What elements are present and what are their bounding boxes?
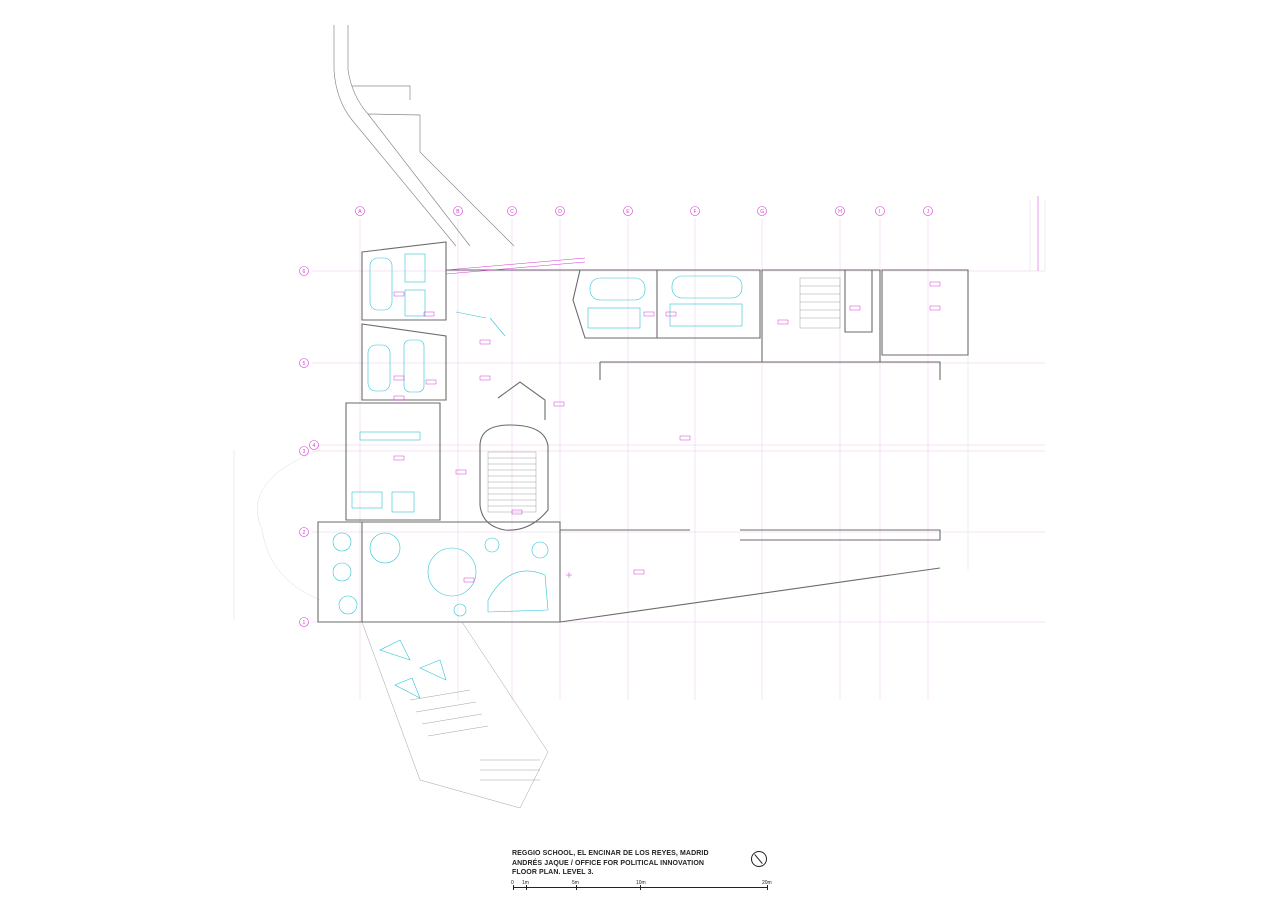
scale-label-0: 0 bbox=[511, 880, 514, 886]
grid-bubble-J bbox=[923, 206, 933, 216]
title-block: REGGIO SCHOOL, EL ENCINAR DE LOS REYES, … bbox=[512, 849, 782, 878]
access-ramp bbox=[333, 25, 515, 247]
grid-label-C: C bbox=[510, 209, 514, 215]
grid-bubble-5 bbox=[299, 358, 309, 368]
grid-bubble-6 bbox=[299, 266, 309, 276]
grid-bubble-G bbox=[757, 206, 767, 216]
grid-bubble-I bbox=[875, 206, 885, 216]
grid-label-B: B bbox=[456, 209, 460, 215]
grid-label-1: 1 bbox=[303, 620, 306, 626]
grid-bubble-4 bbox=[309, 440, 319, 450]
scale-tick bbox=[526, 885, 527, 890]
column-bubbles bbox=[355, 206, 933, 216]
grid-label-4: 4 bbox=[313, 443, 316, 449]
grid-bubble-2 bbox=[299, 527, 309, 537]
grid-label-5: 5 bbox=[303, 361, 306, 367]
grid-bubble-3 bbox=[299, 446, 309, 456]
grid-label-J: J bbox=[927, 209, 930, 215]
grid-bubble-D bbox=[555, 206, 565, 216]
grid-bubble-C bbox=[507, 206, 517, 216]
grid-label-3: 3 bbox=[303, 449, 306, 455]
context-lines bbox=[233, 200, 1046, 620]
scale-tick bbox=[640, 885, 641, 890]
grid-bubble-B bbox=[453, 206, 463, 216]
project-title: REGGIO SCHOOL, EL ENCINAR DE LOS REYES, … bbox=[512, 850, 709, 857]
grid-label-F: F bbox=[694, 209, 697, 215]
scale-label-20m: 20m bbox=[762, 880, 772, 886]
stairs bbox=[361, 277, 841, 809]
grid-label-D: D bbox=[558, 209, 562, 215]
structural-grid bbox=[312, 218, 1045, 700]
grid-bubble-F bbox=[690, 206, 700, 216]
scale-tick bbox=[767, 885, 768, 890]
scale-label-5m: 5m bbox=[572, 880, 579, 886]
scale-tick bbox=[513, 885, 514, 890]
grid-label-6: 6 bbox=[303, 269, 306, 275]
grid-label-A: A bbox=[358, 209, 362, 215]
grid-bubble-A bbox=[355, 206, 365, 216]
north-arrow-icon bbox=[751, 851, 767, 867]
building-walls bbox=[317, 241, 969, 623]
architect-credit: ANDRÉS JAQUE / OFFICE FOR POLITICAL INNO… bbox=[512, 859, 705, 867]
grid-label-2: 2 bbox=[303, 530, 306, 536]
scale-label-1m: 1m bbox=[522, 880, 529, 886]
annotations bbox=[393, 196, 1039, 583]
scale-bar: 0 1m 5m 10m 20m bbox=[510, 880, 780, 894]
scale-tick bbox=[576, 885, 577, 890]
grid-label-H: H bbox=[838, 209, 842, 215]
row-bubbles bbox=[299, 266, 319, 627]
grid-bubble-E bbox=[623, 206, 633, 216]
grid-bubble-1 bbox=[299, 617, 309, 627]
furniture bbox=[332, 253, 743, 699]
scale-label-10m: 10m bbox=[636, 880, 646, 886]
grid-label-E: E bbox=[626, 209, 630, 215]
grid-label-I: I bbox=[879, 209, 880, 215]
grid-bubble-H bbox=[835, 206, 845, 216]
grid-label-G: G bbox=[760, 209, 764, 215]
drawing-name: FLOOR PLAN. LEVEL 3. bbox=[512, 869, 594, 876]
